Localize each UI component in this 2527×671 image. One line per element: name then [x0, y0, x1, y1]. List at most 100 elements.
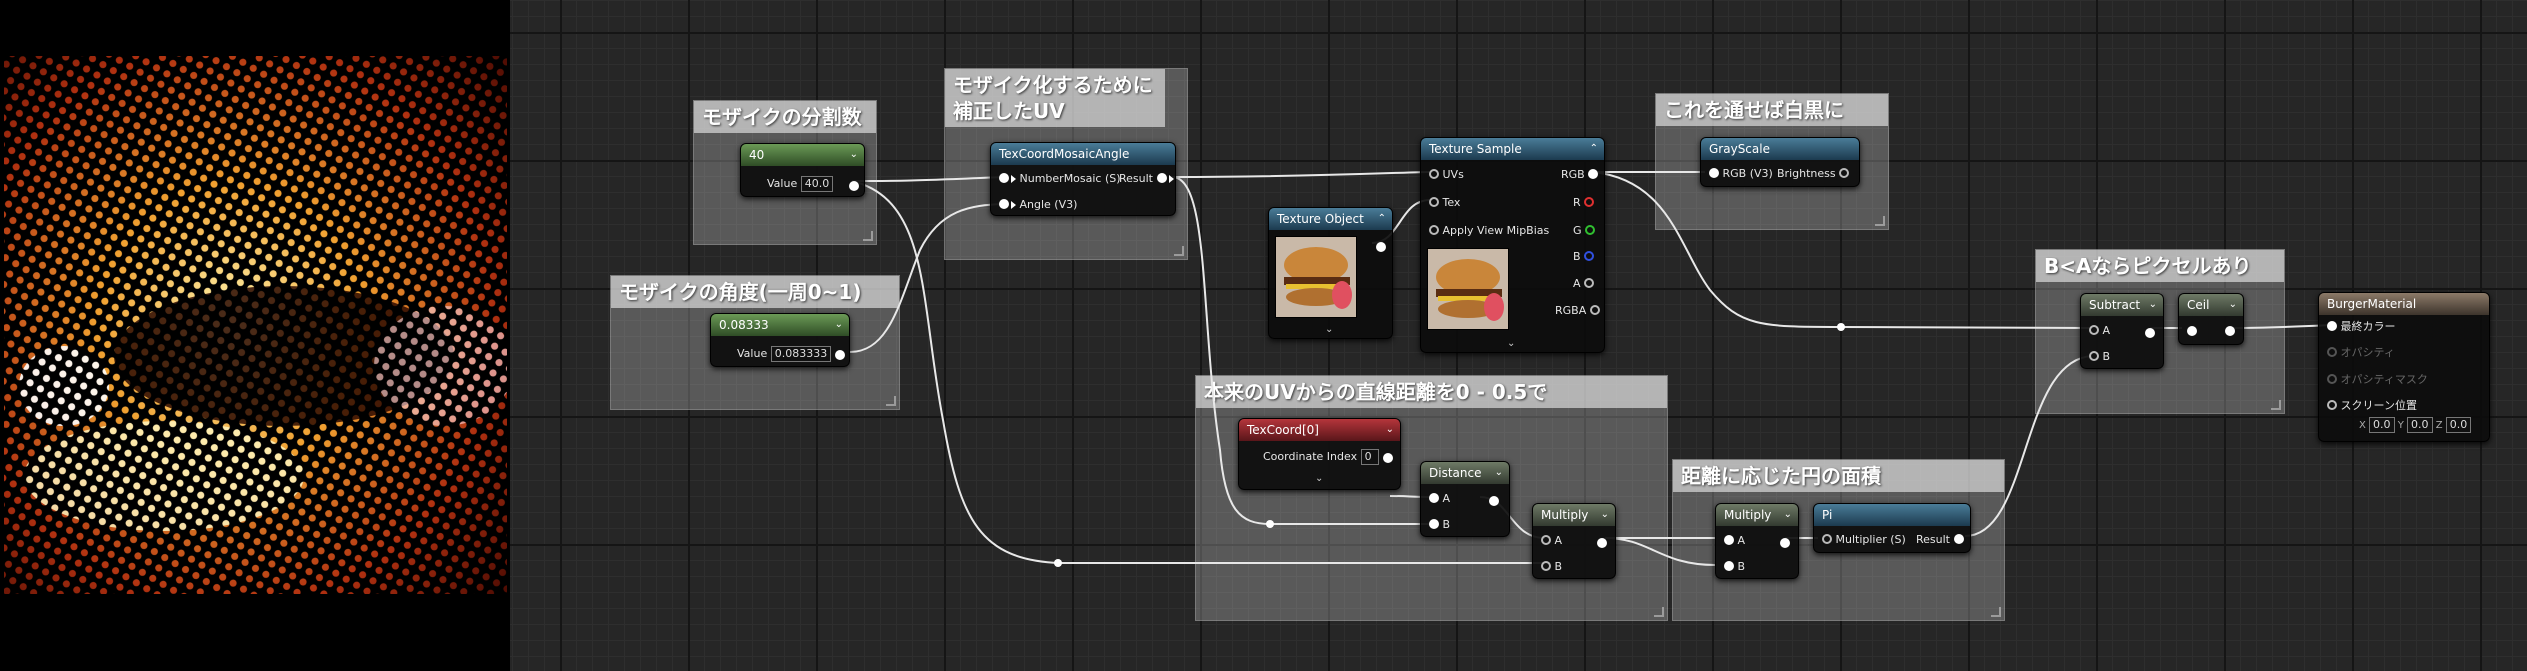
input-pin[interactable] — [2187, 326, 2197, 336]
output-pin[interactable] — [1780, 538, 1790, 548]
input-pin[interactable] — [1429, 493, 1439, 503]
multiply-node-1[interactable]: Multiply⌄ A B — [1532, 503, 1616, 579]
constant-node-008333[interactable]: 0.08333 ⌄ Value 0.083333 — [710, 313, 850, 367]
output-pin[interactable] — [2225, 326, 2235, 336]
resize-handle[interactable] — [1991, 607, 2001, 617]
burger-thumbnail — [1275, 236, 1357, 318]
chevron-down-icon[interactable]: ⌄ — [849, 149, 858, 160]
distance-node[interactable]: Distance⌄ A B — [1420, 461, 1510, 537]
value-field[interactable]: 0.083333 — [770, 346, 832, 362]
node-header: Ceil ⌄ — [2179, 294, 2243, 316]
input-pin[interactable] — [1429, 169, 1439, 179]
chevron-down-icon[interactable]: ⌄ — [1325, 324, 1334, 335]
output-pin[interactable] — [849, 181, 859, 191]
node-header: 0.08333 ⌄ — [711, 314, 849, 336]
input-pin[interactable] — [1541, 535, 1551, 545]
material-output-node[interactable]: BurgerMaterial 最終カラー オパシティ オパシティマスク スクリー… — [2318, 292, 2490, 442]
node-header: Multiply⌄ — [1716, 504, 1798, 526]
input-pin[interactable] — [2089, 351, 2099, 361]
resize-handle[interactable] — [1654, 607, 1664, 617]
texcoord0-node[interactable]: TexCoord[0]⌄ Coordinate Index 0 ⌄ — [1238, 418, 1401, 490]
input-pin[interactable] — [999, 173, 1009, 183]
node-title: Subtract — [2089, 298, 2141, 312]
node-header: Pi — [1814, 504, 1970, 526]
output-pin[interactable] — [1376, 242, 1386, 252]
chevron-down-icon[interactable]: ⌄ — [1315, 473, 1324, 484]
input-pin[interactable] — [999, 199, 1009, 209]
constant-node-40[interactable]: 40⌄ Value 40.0 — [740, 143, 865, 197]
pi-node[interactable]: Pi Multiplier (S) Result — [1813, 503, 1971, 553]
preview-viewport[interactable] — [0, 0, 510, 671]
node-title: TexCoordMosaicAngle — [999, 147, 1130, 161]
node-title: Texture Sample — [1429, 142, 1522, 156]
output-pin[interactable] — [1597, 538, 1607, 548]
input-pin[interactable] — [1822, 534, 1832, 544]
input-pin[interactable] — [1429, 519, 1439, 529]
output-pin[interactable] — [1589, 305, 1600, 315]
output-pin[interactable] — [1383, 453, 1393, 463]
coordinate-index-field[interactable]: 0 — [1360, 449, 1379, 465]
texture-object-node[interactable]: Texture Object⌃ ⌄ — [1268, 207, 1393, 339]
node-title: 0.08333 — [719, 318, 769, 332]
pin-label: オパシティマスク — [2340, 373, 2428, 386]
chevron-down-icon[interactable]: ⌄ — [1494, 467, 1503, 478]
pin-label: G — [1573, 224, 1582, 237]
chevron-up-icon[interactable]: ⌃ — [1589, 143, 1598, 154]
z-field[interactable]: 0.0 — [2445, 417, 2472, 433]
resize-handle[interactable] — [1875, 216, 1885, 226]
input-pin[interactable] — [1709, 168, 1719, 178]
output-pin[interactable] — [1839, 168, 1850, 178]
node-header: Texture Object⌃ — [1269, 208, 1392, 230]
resize-handle[interactable] — [863, 231, 873, 241]
output-pin[interactable] — [1489, 496, 1499, 506]
input-pin[interactable] — [1429, 197, 1439, 207]
chevron-down-icon[interactable]: ⌄ — [2228, 299, 2237, 310]
chevron-down-icon[interactable]: ⌄ — [1385, 424, 1394, 435]
grayscale-node[interactable]: GrayScale RGB (V3) Brightness — [1700, 137, 1860, 187]
input-pin[interactable] — [2327, 374, 2337, 384]
ceil-node[interactable]: Ceil ⌄ — [2178, 293, 2244, 345]
input-pin[interactable] — [2327, 321, 2337, 331]
input-pin[interactable] — [2327, 347, 2337, 357]
resize-handle[interactable] — [1174, 246, 1184, 256]
output-pin[interactable] — [1585, 225, 1596, 235]
output-pin[interactable] — [835, 350, 845, 360]
pin-label: オパシティ — [2340, 346, 2395, 359]
output-pin[interactable] — [1953, 534, 1964, 544]
texcoord-mosaic-angle-node[interactable]: TexCoordMosaicAngle NumberMosaic (S) Res… — [990, 142, 1176, 216]
x-field[interactable]: 0.0 — [2369, 417, 2395, 433]
subtract-node[interactable]: Subtract⌄ A B — [2080, 293, 2164, 369]
texture-sample-node[interactable]: Texture Sample⌃ UVs Tex Apply View MipBi… — [1420, 137, 1605, 353]
output-pin[interactable] — [1588, 169, 1599, 179]
resize-handle[interactable] — [886, 396, 896, 406]
multiply-node-2[interactable]: Multiply⌄ A B — [1715, 503, 1799, 579]
output-pin[interactable] — [1584, 251, 1595, 261]
resize-handle[interactable] — [2271, 400, 2281, 410]
input-pin[interactable] — [2089, 325, 2099, 335]
burger-thumbnail — [1427, 248, 1509, 330]
node-title: GrayScale — [1709, 142, 1770, 156]
output-pin[interactable] — [1156, 173, 1167, 183]
chevron-down-icon[interactable]: ⌄ — [834, 319, 843, 330]
input-pin[interactable] — [1541, 561, 1551, 571]
pin-label: RGBA — [1555, 304, 1587, 317]
chevron-down-icon[interactable]: ⌄ — [1783, 509, 1792, 520]
input-pin[interactable] — [1724, 535, 1734, 545]
input-pin[interactable] — [1724, 561, 1734, 571]
value-label: Value — [737, 347, 768, 360]
value-field[interactable]: 40.0 — [800, 176, 834, 192]
material-graph-canvas[interactable]: モザイクの分割数 モザイクの角度(一周0~1) モザイク化するために補正したUV… — [510, 0, 2527, 671]
chevron-down-icon[interactable]: ⌄ — [1600, 509, 1609, 520]
node-title: Ceil — [2187, 298, 2210, 312]
comment-title: モザイク化するために補正したUV — [945, 69, 1165, 127]
output-pin[interactable] — [2145, 328, 2155, 338]
chevron-down-icon[interactable]: ⌄ — [1507, 338, 1516, 349]
chevron-up-icon[interactable]: ⌃ — [1377, 213, 1386, 224]
input-pin[interactable] — [2327, 400, 2337, 410]
y-field[interactable]: 0.0 — [2407, 417, 2433, 433]
output-pin[interactable] — [1584, 197, 1595, 207]
y-label: Y — [2397, 420, 2404, 431]
output-pin[interactable] — [1584, 278, 1595, 288]
chevron-down-icon[interactable]: ⌄ — [2148, 299, 2157, 310]
input-pin[interactable] — [1429, 225, 1439, 235]
